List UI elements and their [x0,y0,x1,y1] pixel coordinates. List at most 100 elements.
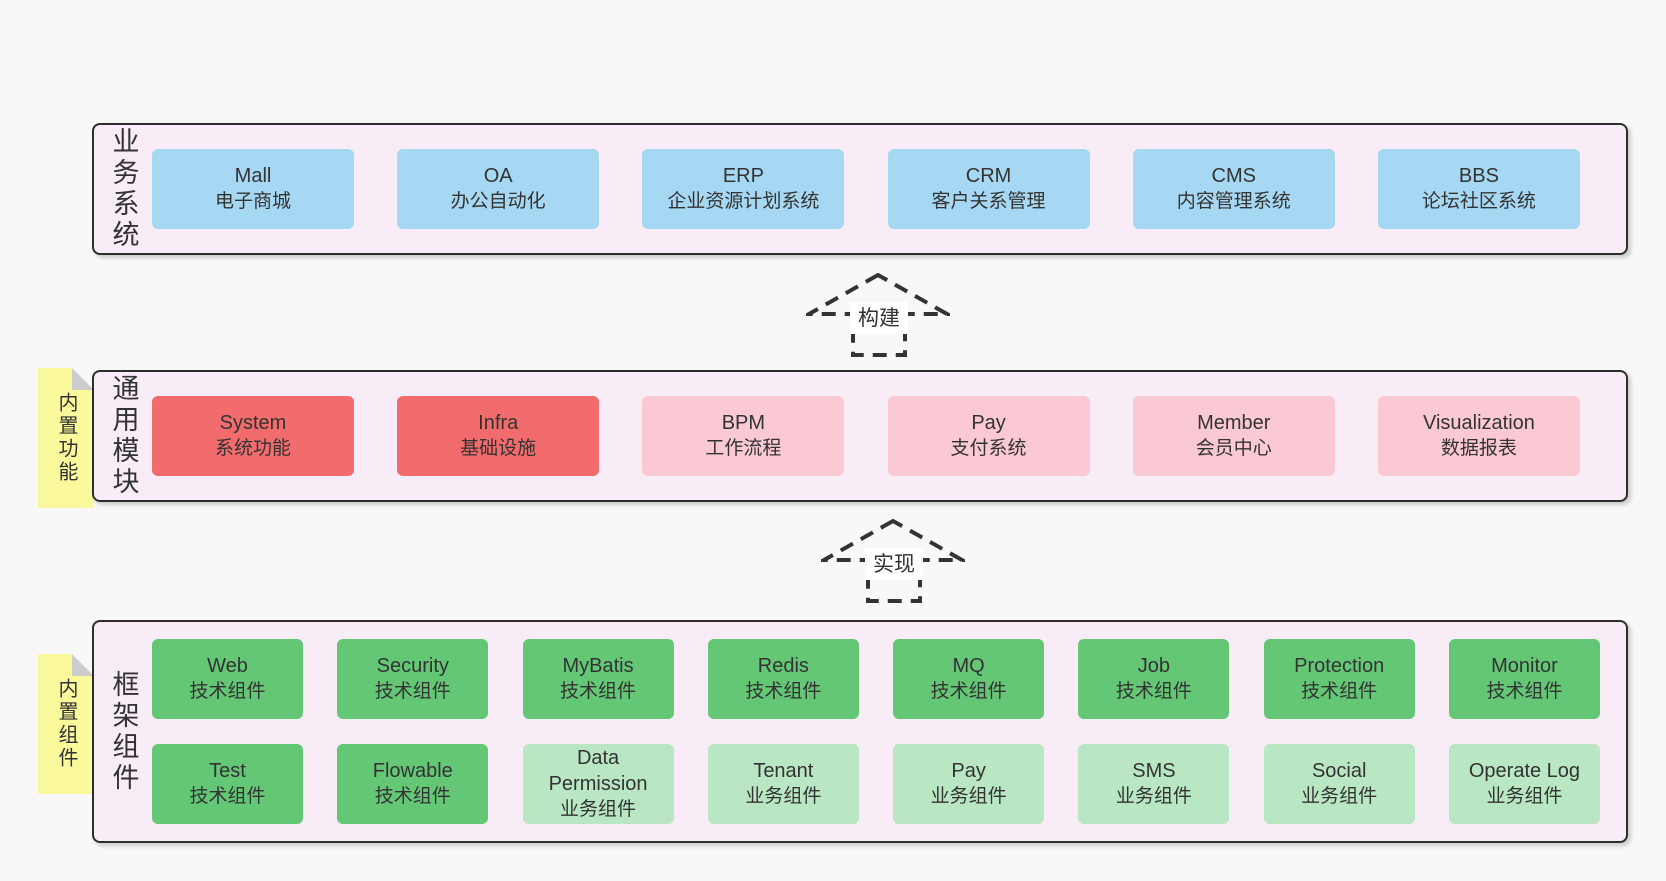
box-redis: Redis 技术组件 [707,639,859,719]
section-label: 框架组件 [108,669,139,794]
box-subtitle: 工作流程 [705,438,782,459]
box-title: Monitor [1491,655,1558,677]
box-title: CMS [1211,165,1256,187]
box-title: OA [483,165,513,187]
box-subtitle: 业务组件 [1486,786,1563,807]
box-data-permission: Data Permission 业务组件 [522,744,674,824]
section-label-column: 框架组件 [94,622,152,841]
box-title: Member [1197,412,1271,434]
arrow-outline [821,518,965,603]
box-subtitle: 系统功能 [214,438,291,459]
box-web: Web 技术组件 [152,639,303,719]
box-subtitle: 技术组件 [1486,681,1563,702]
box-subtitle: 基础设施 [460,438,537,459]
box-subtitle: 论坛社区系统 [1421,191,1536,212]
box-subtitle: 技术组件 [189,681,266,702]
box-title: MQ [952,655,985,677]
box-monitor: Monitor 技术组件 [1448,639,1600,719]
box-subtitle: 业务组件 [1301,786,1378,807]
box-tenant: Tenant 业务组件 [707,744,859,824]
box-title: Protection [1294,655,1385,677]
box-title: Visualization [1422,412,1535,434]
box-erp: ERP 企业资源计划系统 [642,149,845,229]
box-subtitle: 技术组件 [560,681,637,702]
box-subtitle: 客户关系管理 [931,191,1046,212]
box-subtitle: 业务组件 [1115,786,1192,807]
box-infra: Infra 基础设施 [397,396,600,476]
box-subtitle: 业务组件 [745,786,822,807]
box-bpm: BPM 工作流程 [642,396,845,476]
box-title: BBS [1458,165,1499,187]
box-protection: Protection 技术组件 [1263,639,1415,719]
box-mall: Mall 电子商城 [152,149,354,229]
box-subtitle: 支付系统 [950,438,1027,459]
section-label: 业务系统 [108,127,139,251]
sticky-note-built-in-components: 内置组件 [38,654,94,794]
box-title: Infra [478,412,519,434]
box-job: Job 技术组件 [1078,639,1230,719]
box-subtitle: 技术组件 [930,681,1007,702]
box-title: CRM [965,165,1012,187]
arrow-label: 构建 [858,307,900,330]
section-content: Mall 电子商城 OA 办公自动化 ERP 企业资源计划系统 CRM 客户关系管理 CMS 内容… [152,125,1580,253]
box-title: SMS [1132,760,1176,782]
section-label-column: 通用模块 [94,372,152,500]
box-subtitle: 内容管理系统 [1176,191,1291,212]
sticky-note-label: 内置功能 [55,392,77,484]
box-subtitle: 技术组件 [374,786,451,807]
box-title: Tenant [753,760,814,782]
box-title: Social [1311,760,1367,782]
section-label: 通用模块 [108,374,139,498]
box-sms: SMS 业务组件 [1078,744,1230,824]
box-oa: OA 办公自动化 [397,149,600,229]
box-row: Mall 电子商城 OA 办公自动化 ERP 企业资源计划系统 CRM 客户关系管理 CMS 内容… [152,149,1580,229]
box-subtitle: 业务组件 [560,799,637,820]
box-subtitle: 数据报表 [1440,438,1517,459]
box-bbs: BBS 论坛社区系统 [1377,149,1580,229]
box-title: Flowable [372,760,453,782]
box-title: Data Permission [548,747,648,795]
box-subtitle: 电子商城 [214,191,291,212]
box-title: Mall [234,165,272,187]
arrow-outline [806,272,950,357]
box-subtitle: 企业资源计划系统 [667,191,820,212]
box-subtitle: 会员中心 [1195,438,1272,459]
dashed-up-arrow-implement: 实现 [821,518,965,603]
box-title: Operate Log [1468,760,1581,782]
box-title: System [219,412,287,434]
dashed-up-arrow-build: 构建 [806,272,950,357]
arrow-label: 实现 [873,553,915,576]
box-subtitle: 技术组件 [189,786,266,807]
box-cms: CMS 内容管理系统 [1132,149,1335,229]
box-title: Web [207,655,248,677]
box-subtitle: 办公自动化 [450,191,546,212]
box-social: Social 业务组件 [1263,744,1415,824]
arrow-label-background [850,302,908,334]
box-title: ERP [722,165,764,187]
sticky-note-built-in-features: 内置功能 [38,368,94,508]
box-title: Job [1137,655,1171,677]
box-subtitle: 技术组件 [745,681,822,702]
box-title: Pay [951,760,986,782]
box-visualization: Visualization 数据报表 [1377,396,1580,476]
box-subtitle: 技术组件 [1115,681,1192,702]
box-title: BPM [721,412,766,434]
box-subtitle: 技术组件 [1301,681,1378,702]
arrow-label-background [865,548,923,580]
box-title: Redis [757,655,809,677]
box-subtitle: 技术组件 [374,681,451,702]
box-member: Member 会员中心 [1132,396,1335,476]
box-subtitle: 业务组件 [930,786,1007,807]
box-operate-log: Operate Log 业务组件 [1448,744,1600,824]
